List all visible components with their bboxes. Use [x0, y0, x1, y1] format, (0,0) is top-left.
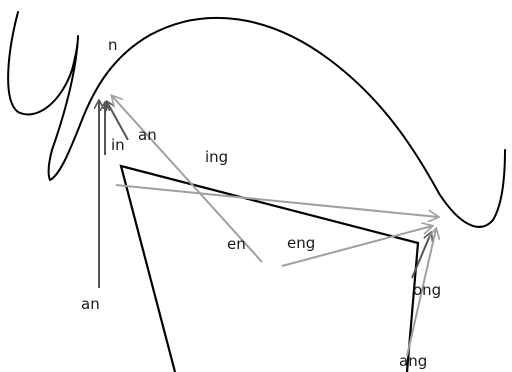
label-n: n — [108, 36, 118, 54]
label-an-upper: an — [138, 126, 157, 144]
label-eng: eng — [287, 234, 315, 252]
arrow-ing-to-right — [115, 184, 438, 217]
arrow-eng-to-right — [281, 226, 432, 267]
label-ing: ing — [205, 148, 228, 166]
label-ang: ang — [399, 352, 427, 370]
label-en: en — [227, 235, 246, 253]
label-an-lower: an — [81, 295, 100, 313]
arrow-en-to-top — [112, 96, 263, 263]
arrow-ong-to-corner — [411, 233, 431, 279]
vowel-quadrilateral — [119, 164, 420, 372]
arrow-an-upper-to-top — [107, 102, 129, 141]
arrow-ang-to-corner — [406, 229, 436, 357]
label-ong: ong — [413, 281, 441, 299]
palate-curve — [7, 11, 506, 228]
label-in: in — [111, 136, 125, 154]
